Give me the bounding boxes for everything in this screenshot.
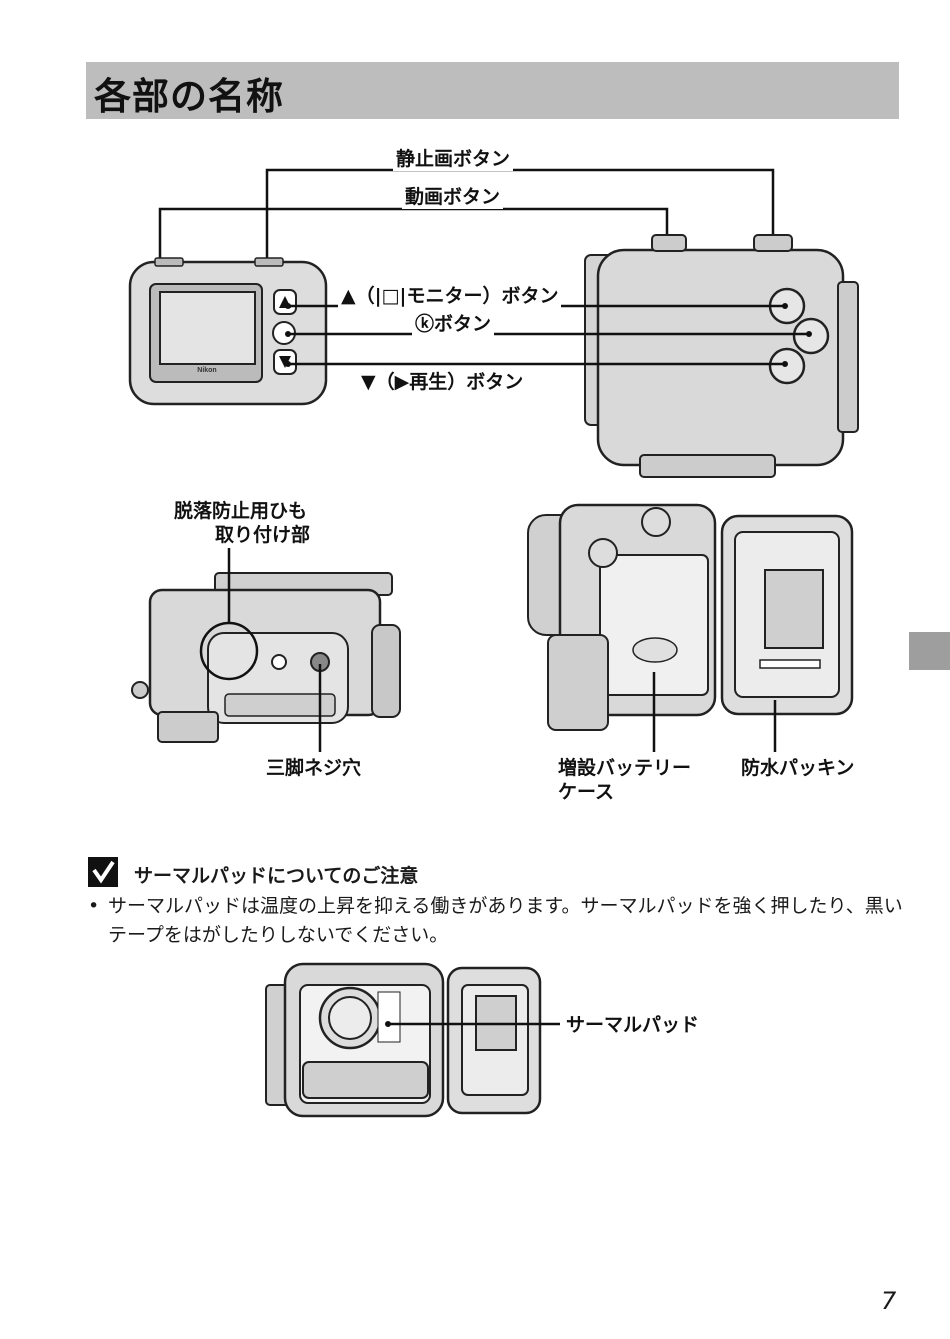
note-text: サーマルパッドは温度の上昇を抑える働きがあります。サーマルパッドを強く押したり、… bbox=[108, 895, 903, 946]
housing-buttons-figure: Nikon bbox=[128, 168, 859, 478]
up-monitor-button-label: ▲（|□|モニター）ボタン bbox=[338, 281, 562, 308]
housing-side-illustration bbox=[584, 234, 859, 478]
bullet-marker: • bbox=[88, 895, 100, 917]
note-title: サーマルパッドについてのご注意 bbox=[134, 865, 419, 887]
thermal-pad-figure bbox=[265, 962, 560, 1118]
chapter-index-tab bbox=[909, 632, 950, 670]
camera-back-illustration bbox=[128, 257, 328, 406]
open-housing-illustration bbox=[527, 503, 854, 731]
thermal-pad-label: サーマルパッド bbox=[566, 1014, 700, 1036]
movie-button-label: 動画ボタン bbox=[402, 182, 504, 209]
tripod-socket-label: 三脚ネジ穴 bbox=[266, 757, 362, 779]
strap-eyelet-label-line2: 取り付け部 bbox=[215, 524, 311, 546]
battery-case-label-line1: 増設バッテリー bbox=[558, 757, 692, 779]
strap-eyelet-label-line1: 脱落防止用ひも bbox=[174, 500, 308, 522]
housing-parts-figure bbox=[131, 503, 854, 752]
page-title: 各部の名称 bbox=[94, 75, 284, 118]
still-image-button-label: 静止画ボタン bbox=[393, 144, 514, 171]
checkmark-icon bbox=[88, 857, 118, 887]
ok-button-label: ⓚボタン bbox=[412, 309, 495, 336]
page-number: 7 bbox=[881, 1287, 897, 1315]
down-playback-button-label: ▼（▶再生）ボタン bbox=[358, 367, 527, 394]
waterproof-packing-label: 防水パッキン bbox=[741, 757, 855, 779]
section-title-bar: 各部の名称 bbox=[86, 62, 899, 119]
camera-brand-logo: Nikon bbox=[197, 367, 216, 374]
thermal-pad-housing-illustration bbox=[265, 962, 542, 1118]
battery-case-label-line2: ケース bbox=[558, 781, 615, 803]
housing-bottom-illustration bbox=[131, 572, 401, 743]
